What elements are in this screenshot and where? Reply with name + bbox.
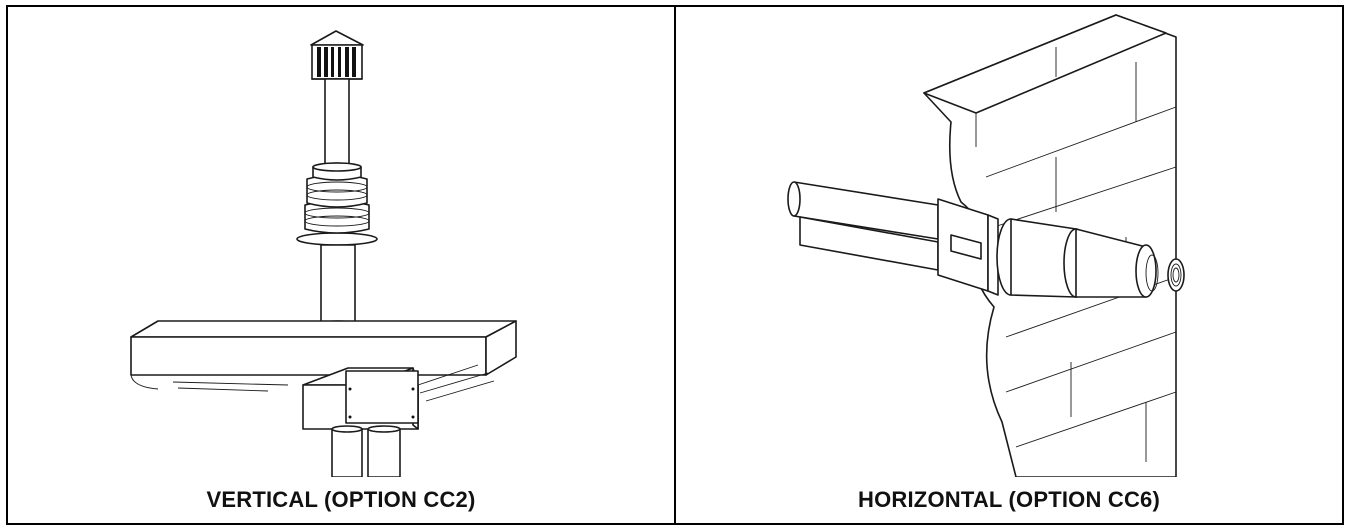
vertical-vent-illustration [130, 30, 517, 477]
vent-junction-box [302, 367, 419, 430]
panel-vertical: VERTICAL (OPTION CC2) [8, 7, 674, 523]
wall-termination-plate [937, 198, 999, 296]
roof-flashing-collar [296, 162, 378, 246]
caption-horizontal: HORIZONTAL (OPTION CC6) [858, 487, 1160, 512]
lower-vent-pipe [320, 244, 356, 326]
horizontal-vent-pipe [996, 218, 1185, 298]
vent-cap [310, 30, 364, 80]
lower-intake-pipes [331, 425, 401, 477]
upper-vent-pipe [324, 78, 350, 166]
figure-frame: VERTICAL (OPTION CC2) [6, 5, 1344, 525]
horizontal-vent-illustration [787, 14, 1185, 477]
caption-vertical: VERTICAL (OPTION CC2) [206, 487, 476, 512]
ceiling-slab [130, 320, 517, 402]
panel-horizontal: HORIZONTAL (OPTION CC6) [674, 7, 1342, 523]
rear-vent-pipes [787, 181, 939, 271]
